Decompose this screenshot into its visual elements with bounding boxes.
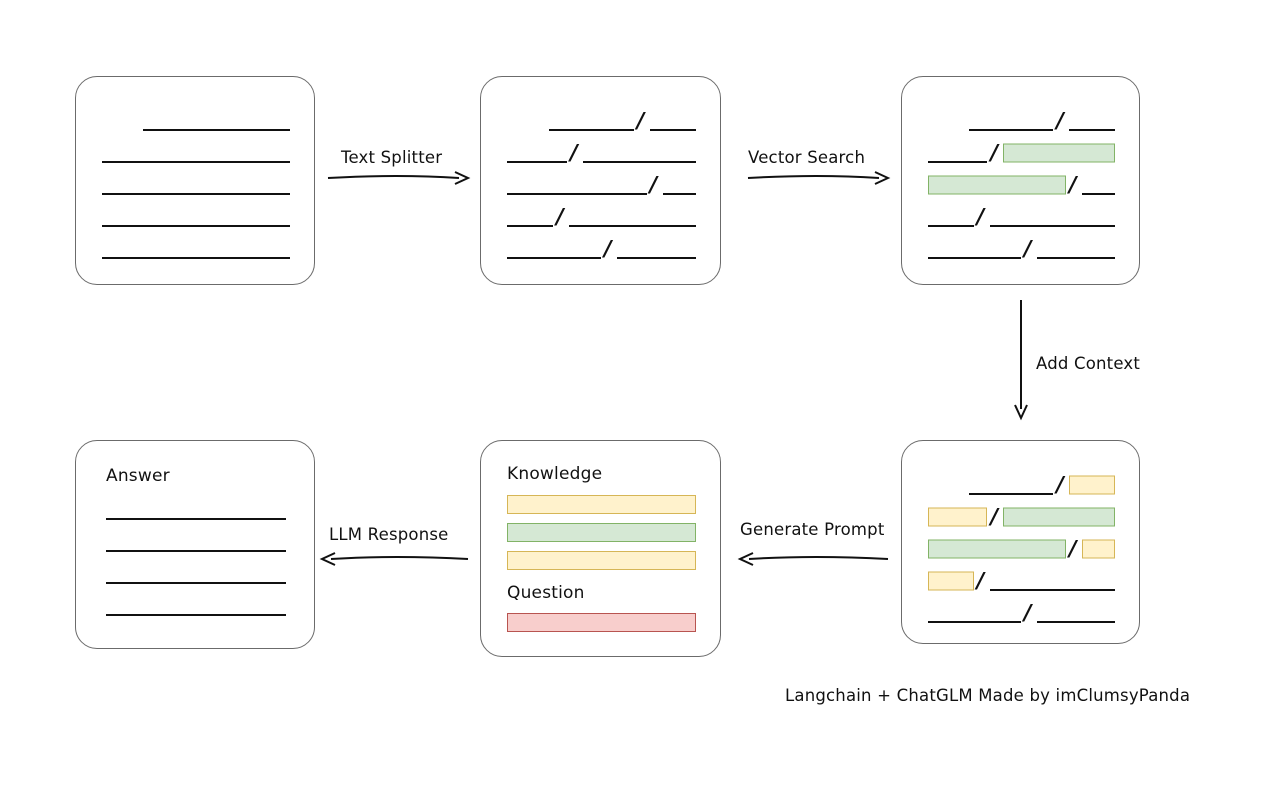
text-rule-line: [507, 193, 647, 195]
edge-vector-search: [747, 171, 891, 185]
text-rule-line: [143, 129, 290, 131]
text-rule-line: [969, 493, 1054, 495]
chunk-separator-slash: /: [1068, 536, 1077, 561]
arrowhead-icon: [1014, 404, 1028, 421]
chunk-separator-slash: /: [1056, 472, 1064, 497]
chunk-separator-slash: /: [990, 504, 999, 529]
chunk-highlight-yellow: [928, 571, 974, 591]
chunk-separator-slash: /: [556, 204, 564, 229]
text-rule-line: [989, 225, 1115, 227]
text-rule-line: [102, 257, 290, 259]
split-chunks-box[interactable]: / / / / /: [480, 76, 721, 285]
chunk-separator-slash: /: [649, 172, 658, 197]
chunk-separator-slash: /: [604, 236, 612, 261]
split-chunks-box-content: / / / / /: [481, 77, 720, 284]
text-rule-line: [928, 225, 974, 227]
chunk-highlight-green: [1003, 143, 1115, 163]
text-rule-line: [617, 257, 696, 259]
text-rule-line: [102, 193, 290, 195]
context-chunks-box[interactable]: / / / / /: [901, 440, 1140, 644]
text-rule-line: [507, 257, 602, 259]
question-bar-red: [507, 613, 696, 632]
chunk-highlight-green: [928, 539, 1066, 559]
edge-line: [748, 556, 889, 560]
edge-line: [327, 175, 460, 179]
source-document-box[interactable]: [75, 76, 315, 285]
text-rule-line: [102, 225, 290, 227]
edge-text-splitter: [327, 171, 471, 185]
text-rule-line: [507, 225, 554, 227]
text-rule-line: [583, 161, 696, 163]
edge-llm-response-label: LLM Response: [329, 525, 449, 544]
arrowhead-icon: [737, 552, 754, 566]
chunk-highlight-yellow: [1081, 539, 1115, 559]
text-rule-line: [1069, 129, 1115, 131]
arrowhead-icon: [454, 171, 471, 185]
text-rule-line: [569, 225, 696, 227]
knowledge-bar-green: [507, 523, 696, 542]
answer-text-line: [106, 518, 286, 520]
source-document-box-content: [76, 77, 314, 284]
vector-matches-box[interactable]: / / / / /: [901, 76, 1140, 285]
prompt-box[interactable]: Knowledge Question: [480, 440, 721, 657]
text-rule-line: [1036, 257, 1115, 259]
edge-generate-prompt-label: Generate Prompt: [740, 520, 885, 539]
chunk-highlight-yellow: [928, 507, 988, 527]
chunk-separator-slash: /: [1056, 108, 1064, 133]
arrowhead-icon: [319, 552, 336, 566]
edge-line: [330, 556, 469, 560]
text-rule-line: [649, 129, 696, 131]
answer-box[interactable]: Answer: [75, 440, 315, 649]
chunk-separator-slash: /: [1068, 172, 1077, 197]
text-rule-line: [928, 621, 1021, 623]
edge-line: [747, 175, 880, 179]
text-rule-line: [989, 589, 1115, 591]
context-chunks-box-content: / / / / /: [902, 441, 1139, 643]
knowledge-label: Knowledge: [507, 464, 603, 484]
text-rule-line: [1081, 193, 1115, 195]
text-rule-line: [507, 161, 568, 163]
edge-vector-search-label: Vector Search: [748, 148, 866, 167]
vector-matches-box-content: / / / / /: [902, 77, 1139, 284]
chunk-separator-slash: /: [570, 140, 578, 165]
chunk-highlight-yellow: [1069, 475, 1115, 495]
text-rule-line: [548, 129, 634, 131]
text-rule-line: [928, 257, 1021, 259]
chunk-separator-slash: /: [990, 140, 999, 165]
edge-text-splitter-label: Text Splitter: [341, 148, 443, 167]
text-rule-line: [969, 129, 1054, 131]
text-rule-line: [1036, 621, 1115, 623]
edge-add-context: [1014, 300, 1028, 421]
text-rule-line: [102, 161, 290, 163]
chunk-highlight-green: [928, 175, 1066, 195]
edge-generate-prompt: [737, 552, 889, 566]
credit-text: Langchain + ChatGLM Made by imClumsyPand…: [785, 686, 1191, 705]
answer-text-line: [106, 550, 286, 552]
chunk-separator-slash: /: [1023, 600, 1032, 625]
arrowhead-icon: [874, 171, 891, 185]
question-label: Question: [507, 583, 585, 603]
chunk-separator-slash: /: [636, 108, 645, 133]
edge-llm-response: [319, 552, 469, 566]
answer-label: Answer: [106, 466, 170, 486]
chunk-separator-slash: /: [1023, 236, 1032, 261]
chunk-highlight-green: [1003, 507, 1115, 527]
answer-text-line: [106, 614, 286, 616]
answer-text-line: [106, 582, 286, 584]
chunk-separator-slash: /: [976, 568, 985, 593]
knowledge-bar-yellow: [507, 551, 696, 570]
edge-add-context-label: Add Context: [1036, 354, 1141, 373]
text-rule-line: [662, 193, 696, 195]
knowledge-bar-yellow: [507, 495, 696, 514]
text-rule-line: [928, 161, 988, 163]
chunk-separator-slash: /: [976, 204, 985, 229]
